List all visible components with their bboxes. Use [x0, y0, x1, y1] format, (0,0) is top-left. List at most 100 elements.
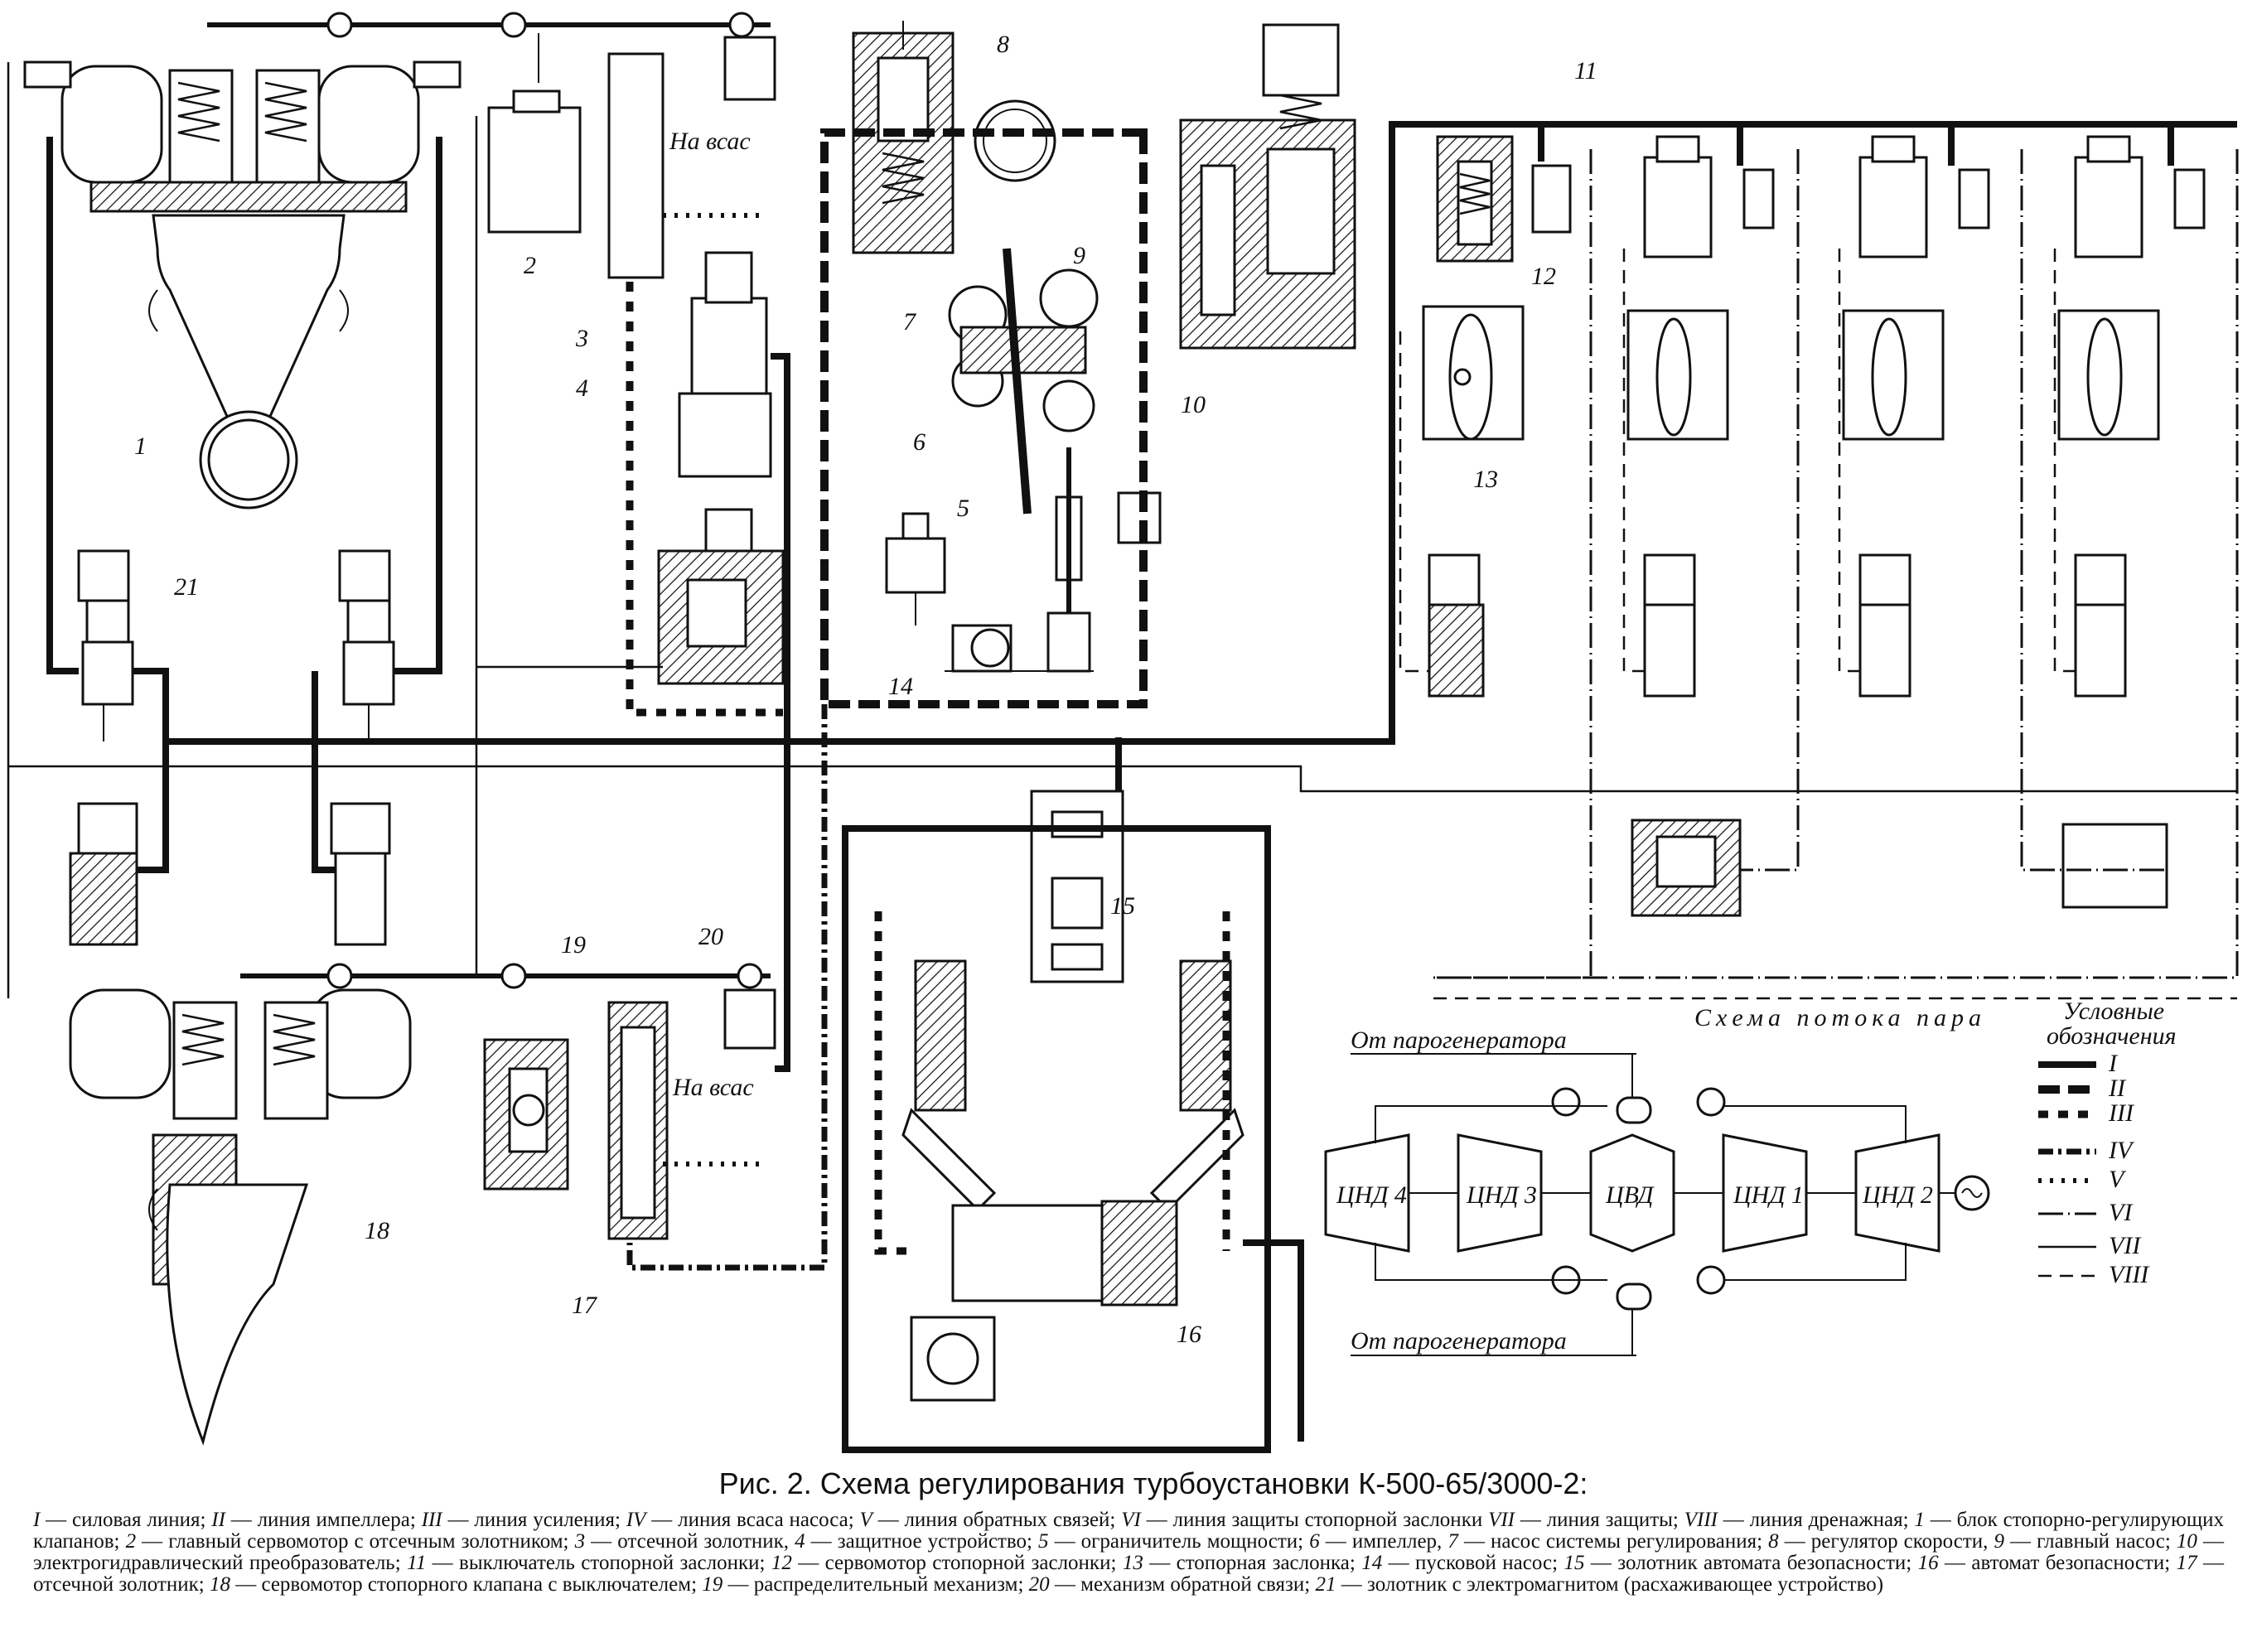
legend-title-2: обозначения [2047, 1022, 2177, 1050]
linkage-top [207, 12, 776, 101]
label-5: 5 [957, 495, 969, 522]
caption-item: VIII — линия дренажная; [1684, 1509, 1915, 1531]
caption-item: 10 — электрогидравлический преобразовате… [33, 1530, 2224, 1574]
stop-damper-servomotor-1 [1422, 135, 1572, 441]
caption-item-text: — главный насос; [2003, 1530, 2177, 1553]
caption-item: 18 — сервомотор стопорного клапана с вык… [210, 1573, 702, 1596]
label-12: 12 [1531, 263, 1556, 290]
caption-item-text: — регулятор скорости, [1778, 1530, 1994, 1553]
legend-title-1: Условные [2063, 997, 2164, 1025]
electrohydraulic-converter [1179, 23, 1356, 350]
caption-item: 6 — импеллер, [1309, 1530, 1447, 1553]
label-11: 11 [1574, 57, 1597, 85]
stop-control-valve-block-upper [23, 60, 462, 510]
caption-item: 14 — пусковой насос; [1361, 1552, 1563, 1574]
caption-item-number: 13 [1122, 1552, 1143, 1574]
caption-item-text: — распределительный механизм; [723, 1573, 1029, 1596]
label-15: 15 [1110, 892, 1135, 920]
caption-item-number: 20 [1028, 1573, 1050, 1596]
stop-valve-servomotor-lower [69, 988, 412, 1446]
label-from-sg-top: От парогенератора [1351, 1026, 1567, 1054]
caption-item-number: VI [1121, 1509, 1141, 1531]
caption-item-text: — блок стопорно-регулирующих клапанов; [33, 1509, 2224, 1553]
stop-damper-servomotor-4 [2057, 135, 2206, 441]
caption-item: IV — линия всаса насоса; [626, 1509, 860, 1531]
caption-item: 21 — золотник с электромагнитом (расхажи… [1315, 1573, 1883, 1596]
right-spool-boxes [1631, 819, 2168, 917]
turbine-cnd2: ЦНД 2 [1862, 1181, 1933, 1209]
caption-item: 2 — главный сервомотор с отсечным золотн… [126, 1530, 575, 1553]
caption-item-text: — электрогидравлический преобразователь; [33, 1530, 2224, 1574]
caption-item-text: — отсечной золотник, [585, 1530, 795, 1553]
caption-item-number: 9 [1994, 1530, 2004, 1553]
caption-item-number: VIII [1684, 1509, 1718, 1531]
main-servomotor [487, 89, 582, 234]
caption-item-number: 18 [209, 1573, 230, 1596]
control-scheme-diagram: 1 2 3 На всас 4 [7, 12, 2239, 1453]
turbine-cnd4: ЦНД 4 [1336, 1181, 1407, 1209]
legend-label-III: III [2108, 1099, 2135, 1127]
label-7: 7 [903, 308, 917, 336]
spool-block-left [657, 508, 785, 685]
startup-pump [945, 447, 1162, 673]
damper-solenoid-spools [1428, 553, 2127, 698]
label-16: 16 [1177, 1321, 1201, 1348]
caption-item: 12 — сервомотор стопорной заслонки; [771, 1552, 1123, 1574]
label-10: 10 [1181, 391, 1206, 418]
caption-item: 1 — блок стопорно-регулирующих клапанов; [33, 1509, 2224, 1553]
legend [2038, 1061, 2096, 1278]
caption-item-text: — линия дренажная; [1717, 1509, 1915, 1531]
power-limiter [885, 512, 946, 626]
solenoid-spool-right [338, 549, 395, 741]
caption-item: 15 — золотник автомата безопасности; [1563, 1552, 1917, 1574]
caption-item-text: — линия усиления; [442, 1509, 626, 1531]
caption-item-number: I [33, 1509, 41, 1531]
label-1: 1 [134, 432, 147, 460]
caption-item-number: III [421, 1509, 442, 1531]
safety-automat-spool [1030, 790, 1124, 983]
caption-item: VI — линия защиты стопорной заслонки [1121, 1509, 1488, 1531]
caption-item: V — линия обратных связей; [860, 1509, 1122, 1531]
caption-item-text: — золотник автомата безопасности; [1584, 1552, 1918, 1574]
caption-item: 3 — отсечной золотник, [575, 1530, 795, 1553]
label-4: 4 [576, 374, 588, 402]
pipelines [7, 62, 2239, 1453]
caption-item-number: 4 [795, 1530, 805, 1553]
caption-item: 13 — стопорная заслонка; [1123, 1552, 1361, 1574]
caption-item-number: 19 [702, 1573, 723, 1596]
caption-item: 5 — ограничитель мощности; [1038, 1530, 1309, 1553]
caption-item-text: — насос системы регулирования; [1457, 1530, 1769, 1553]
label-21: 21 [174, 573, 199, 601]
label-3: 3 [575, 325, 588, 352]
turbine-cvd: ЦВД [1605, 1181, 1655, 1209]
caption-item-number: 7 [1447, 1530, 1458, 1553]
caption-item-number: 21 [1315, 1573, 1336, 1596]
caption-item: 7 — насос системы регулирования; [1447, 1530, 1768, 1553]
caption-item-text: — выключатель стопорной заслонки; [426, 1552, 771, 1574]
caption-item-text: — отсечной золотник; [33, 1552, 2224, 1596]
caption-item: 11 — выключатель стопорной заслонки; [407, 1552, 771, 1574]
label-13: 13 [1473, 466, 1498, 493]
caption-item-text: — линия защиты; [1514, 1509, 1684, 1531]
caption-item: III — линия усиления; [422, 1509, 626, 1531]
caption-item-number: 5 [1038, 1530, 1049, 1553]
caption-item: 17 — отсечной золотник; [33, 1552, 2224, 1596]
caption-item: 16 — автомат безопасности; [1918, 1552, 2177, 1574]
safety-automat [901, 959, 1244, 1402]
legend-label-II: II [2108, 1075, 2127, 1102]
caption-item-text: — автомат безопасности; [1938, 1552, 2177, 1574]
caption-item-text: — линия защиты стопорной заслонки [1140, 1509, 1489, 1531]
legend-label-VII: VII [2109, 1232, 2142, 1259]
caption-item-text: — линия обратных связей; [872, 1509, 1122, 1531]
label-8: 8 [997, 31, 1009, 58]
caption-item: II — линия импеллера; [211, 1509, 421, 1531]
caption-item-text: — силовая линия; [40, 1509, 212, 1531]
caption-item-text: — механизм обратной связи; [1049, 1573, 1316, 1596]
caption-item-number: 12 [771, 1552, 792, 1574]
caption-item: I — силовая линия; [33, 1509, 211, 1531]
feedback-mechanism [723, 963, 776, 1050]
caption-item-text: — главный сервомотор с отсечным золотник… [136, 1530, 575, 1553]
label-na-vsas-bottom: На всас [672, 1074, 754, 1101]
legend-label-VI: VI [2109, 1199, 2134, 1226]
label-2: 2 [524, 252, 536, 279]
